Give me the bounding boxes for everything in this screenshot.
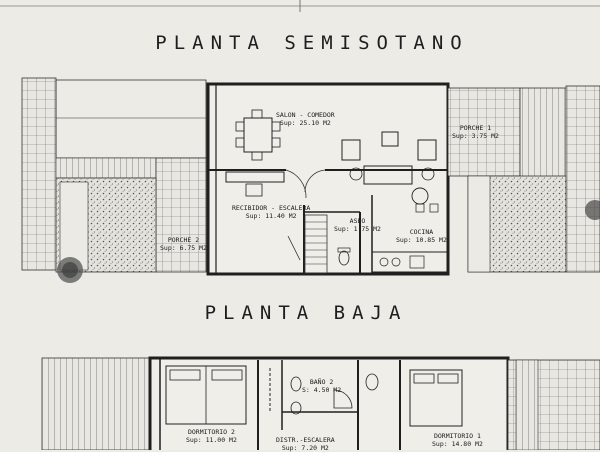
- room-area: Sup: 7.20 M2: [281, 444, 329, 452]
- room-area: Sup: 10.85 M2: [396, 236, 447, 244]
- room-label-porche2: PORCHE 2 Sup: 6.75 M2: [160, 236, 207, 252]
- room-label-distr: DISTR.-ESCALERA Sup: 7.20 M2: [276, 436, 335, 452]
- porche2-gravel: [55, 177, 157, 273]
- room-area: Sup: 25.10 M2: [279, 119, 331, 127]
- toilet-icon: [337, 247, 351, 266]
- room-label-dormitorio2: DORMITORIO 2 Sup: 11.00 M2: [186, 428, 237, 444]
- kitchen-furniture: [371, 187, 449, 273]
- room-area: S: 4.50 M2: [302, 386, 342, 394]
- room-area: Sup: 11.40 M2: [245, 212, 297, 220]
- room-name: SALON - COMEDOR: [276, 111, 335, 119]
- room-label-salon: SALON - COMEDOR Sup: 25.10 M2: [276, 111, 335, 127]
- room-label-cocina: COCINA Sup: 10.85 M2: [396, 228, 447, 244]
- room-label-recibidor: RECIBIDOR - ESCALERA Sup: 11.40 M2: [232, 204, 310, 220]
- stair-symbol: [287, 214, 328, 274]
- left-terrace: [21, 77, 207, 273]
- right-terrace: [447, 85, 600, 273]
- room-label-bano2: BAÑO 2 S: 4.50 M2: [302, 378, 341, 394]
- planta-baja-walls: [41, 356, 600, 450]
- bed-icon: [165, 365, 463, 427]
- room-area: Sup: 1.75 M2: [334, 225, 381, 233]
- room-name: DORMITORIO 2: [187, 428, 235, 436]
- room-area: Sup: 6.75 M2: [160, 244, 207, 252]
- room-label-aseo: ASEO Sup: 1.75 M2: [334, 217, 381, 233]
- room-name: DISTR.-ESCALERA: [276, 436, 335, 444]
- room-name: DORMITORIO 1: [433, 432, 481, 440]
- room-name: COCINA: [409, 228, 434, 236]
- room-name: ASEO: [349, 217, 366, 225]
- room-area: Sup: 14.80 M2: [432, 440, 483, 448]
- room-area: Sup: 3.75 M2: [452, 132, 499, 140]
- title-planta-semisotano: PLANTA SEMISOTANO: [155, 32, 469, 54]
- dining-table-icon: [235, 109, 281, 161]
- room-label-porche1: PORCHE 1 Sup: 3.75 M2: [452, 124, 499, 140]
- room-name: BAÑO 2: [309, 378, 334, 386]
- sofa-icon: [225, 131, 437, 197]
- room-name: PORCHE 1: [459, 124, 492, 132]
- room-label-dormitorio1: DORMITORIO 1 Sup: 14.80 M2: [432, 432, 483, 448]
- title-planta-baja: PLANTA BAJA: [204, 302, 408, 324]
- shrub-icon: [585, 200, 600, 220]
- room-area: Sup: 11.00 M2: [186, 436, 237, 444]
- room-name: RECIBIDOR - ESCALERA: [232, 204, 311, 212]
- room-name: PORCHE 2: [167, 236, 200, 244]
- bathroom-fixtures: [269, 368, 379, 415]
- house-walls: [206, 82, 450, 276]
